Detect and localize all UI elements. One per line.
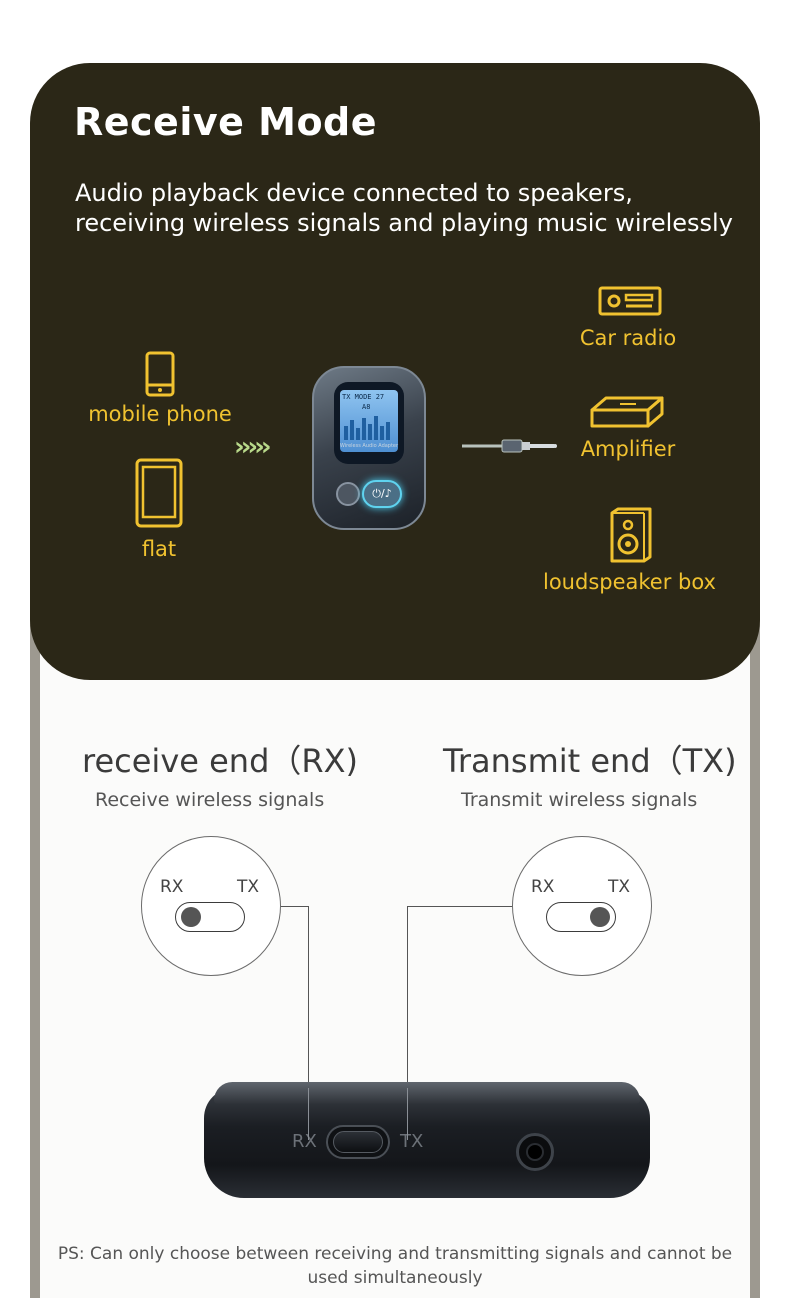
rx-leader-line-h xyxy=(280,906,308,907)
tx-switch-left-label: RX xyxy=(531,877,555,897)
equalizer-icon xyxy=(344,416,390,440)
device-power-button: ⏻/♪ xyxy=(362,480,402,508)
tx-switch-track xyxy=(546,902,616,932)
rx-title: receive end（RX) xyxy=(82,742,359,780)
rx-leader-line-v xyxy=(308,906,309,1140)
amplifier-icon xyxy=(590,396,664,428)
rx-subtitle: Receive wireless signals xyxy=(95,789,325,811)
signal-arrows: ››››› xyxy=(234,432,272,462)
tx-title: Transmit end（TX) xyxy=(443,742,737,780)
mode-description: Audio playback device connected to speak… xyxy=(75,179,733,237)
product-mode-switch xyxy=(333,1131,383,1153)
product-tx-label: TX xyxy=(400,1131,424,1152)
rx-switch-left-label: RX xyxy=(160,877,184,897)
rx-switch-knob xyxy=(181,907,201,927)
product-top-edge xyxy=(214,1082,640,1104)
footnote: PS: Can only choose between receiving an… xyxy=(57,1244,733,1288)
lcd-line-1: TX MODE 27 xyxy=(342,393,385,401)
tx-switch-right-label: TX xyxy=(608,877,631,897)
output-label-loudspeaker-box: loudspeaker box xyxy=(543,570,716,594)
product-rx-label: RX xyxy=(292,1131,317,1152)
car-radio-icon xyxy=(598,286,662,316)
tx-leader-line-v xyxy=(407,906,408,1140)
output-label-car-radio: Car radio xyxy=(579,326,677,350)
aux-jack-hole xyxy=(526,1143,544,1161)
source-label-mobile-phone: mobile phone xyxy=(88,402,232,426)
frame-left-border xyxy=(30,600,40,1298)
lcd-line-2: A8 xyxy=(362,403,371,411)
rx-switch-right-label: TX xyxy=(237,877,260,897)
tx-leader-line-h xyxy=(407,906,513,907)
page-title: Receive Mode xyxy=(74,100,378,144)
tx-leader-line-overlay xyxy=(407,1088,408,1140)
speaker-icon xyxy=(610,507,652,563)
device-mode-button xyxy=(336,482,360,506)
aux-cable-icon xyxy=(462,439,557,453)
output-label-amplifier: Amplifier xyxy=(580,437,676,461)
tx-subtitle: Transmit wireless signals xyxy=(461,789,698,811)
device-brand-text: Wireless Audio Adapter xyxy=(339,443,399,449)
rx-leader-line-overlay xyxy=(308,1088,309,1140)
source-label-flat: flat xyxy=(141,537,177,561)
rx-switch-track xyxy=(175,902,245,932)
mobile-phone-icon xyxy=(145,351,175,397)
tx-switch-knob xyxy=(590,907,610,927)
device-lcd: TX MODE 27 A8 xyxy=(340,390,398,452)
tablet-icon xyxy=(135,458,183,528)
product-side-view xyxy=(204,1088,650,1198)
frame-right-border xyxy=(750,600,760,1298)
